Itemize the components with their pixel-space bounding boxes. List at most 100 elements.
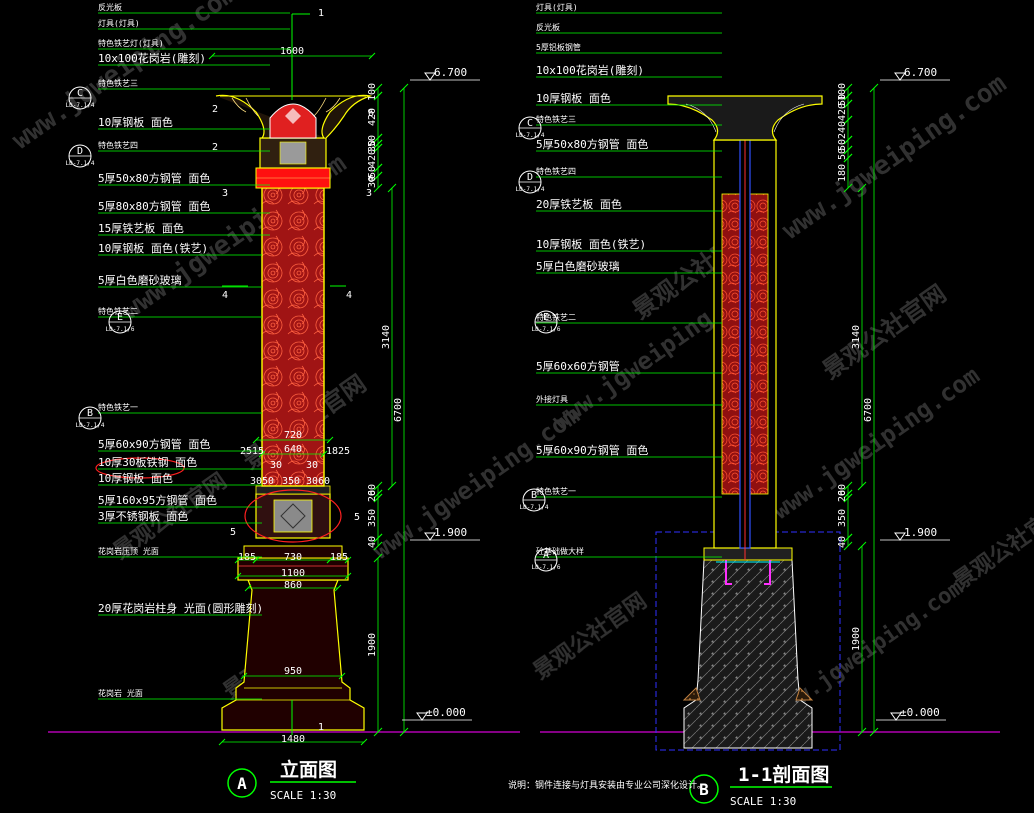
detail-callout-letter: D [77,146,83,157]
lamp-head-section [667,95,823,141]
view-badge-circle [227,768,257,798]
dimension-text: 60 [367,484,378,496]
detail-callout-code: LD-7.1/6 [106,326,135,333]
watermark-text: 景观公社官网 [529,588,652,685]
dimension-text: 180 [837,164,848,182]
dimension-text: 640 [284,444,302,455]
callout-circle [95,457,185,479]
leader-label: 灯具(灯具) [98,18,140,28]
elevation-mark: 6.700 [904,66,937,79]
detail-callout-letter: B [531,490,537,501]
section-mark: 4 [222,290,228,301]
detail-callout-code: LD-7.1/4 [516,186,545,193]
detail-callout-letter: B [87,408,93,419]
leader-label: 5厚60x90方钢管 面色 [536,443,648,457]
leader-label: 10厚30板铁钢 面色 [98,455,197,469]
section-mark: 2 [212,142,218,153]
leader-label: 5厚50x80方钢管 面色 [536,137,648,151]
section-mark: 2 [212,104,218,115]
leader-label: 反光板 [98,2,122,12]
detail-callout-code: LD-7.1/4 [66,102,95,109]
view-badge-circle [689,774,719,804]
section-view [655,95,841,751]
leader-label: 5厚60x90方钢管 面色 [98,437,210,451]
leader-label: 5厚50x80方钢管 面色 [98,171,210,185]
detail-callout-letter: C [527,118,533,129]
detail-callout-letter: E [117,312,123,323]
dimension-text: 1900 [367,633,378,657]
leader-label: 10厚钢板 面色(铁艺) [98,241,208,255]
dimension-text: 3140 [381,325,392,349]
leader-label: 砼基础做大样 [536,546,584,556]
view-scale: SCALE 1:30 [270,789,336,802]
dimension-text: 185 [238,552,256,563]
dimension-text: 3140 [851,325,862,349]
leader-label: 花岗岩压顶 光面 [98,546,159,556]
leader-label: 特色铁艺三 [98,78,138,88]
elevation-mark: ±0.000 [426,706,466,719]
dimension-text: 1825 [326,446,350,457]
dimension-text: 1900 [851,627,862,651]
leader-label: 10x100花岗岩(雕刻) [98,51,206,65]
elevation-view [95,94,373,731]
view-title: 立面图 [280,758,337,781]
leader-label: 特色铁艺一 [536,486,576,496]
leader-label: 10厚钢板 面色 [98,471,173,485]
leader-label: 5厚铝板钢管 [536,42,581,52]
leader-label: 特色铁艺三 [536,114,576,124]
column-shaft [261,187,325,487]
dimension-text: 50 [367,166,378,178]
dimension-text: 40 [837,536,848,548]
dimension-text: 350 [282,476,300,487]
leader-label: 5厚80x80方钢管 面色 [98,199,210,213]
view-title: 1-1剖面图 [738,763,829,786]
dimension-text: 50 [837,94,848,106]
dimension-text: 6700 [393,398,404,422]
leader-label: 特色铁艺四 [536,166,576,176]
leader-label: 20厚铁艺板 面色 [536,197,622,211]
dimension-text: 1480 [281,734,305,745]
section-mark: 3 [366,188,372,199]
leader-label: 反光板 [536,22,560,32]
detail-callout-code: LD-7.1/4 [516,132,545,139]
dimension-text: 40 [367,536,378,548]
detail-callout-code: LD-7.1/4 [520,504,549,511]
view-badge-letter: B [699,780,709,799]
view-scale: SCALE 1:30 [730,795,796,808]
dimension-text: 2515 [240,446,264,457]
dimension-text: 50 [837,148,848,160]
detail-callout-code: LD-7.1/4 [76,422,105,429]
dimension-text: 6700 [863,398,874,422]
elevation-mark: ±0.000 [900,706,940,719]
leader-label: 外接灯具 [536,394,568,404]
watermark-text: www.jgweiping.com [777,69,1012,246]
leader-label: 5厚160x95方钢管 面色 [98,493,217,507]
leader-label: 3厚不锈钢板 面色 [98,509,188,523]
lamp-head [215,94,373,139]
detail-callout-code: LD-7.1/4 [66,160,95,167]
dimension-text: 100 [837,83,848,101]
detail-callout-letter: A [543,550,549,561]
dimension-text: 50 [367,135,378,147]
leader-label: 10厚钢板 面色 [98,115,173,129]
detail-callout-letter: C [77,88,83,99]
leader-label: 5厚白色磨砂玻璃 [536,259,620,273]
leader-label: 特色铁艺四 [98,140,138,150]
watermark-text: www.jgweiping.com [767,361,984,525]
dimension-text: 420 [837,103,848,121]
title-block-a: A 立面图 SCALE 1:30 [227,758,356,802]
detail-callout-letter: D [527,172,533,183]
section-mark: 1 [318,8,324,19]
leader-label: 10厚钢板 面色(铁艺) [536,237,646,251]
leader-label: 5厚60x60方钢管 [536,359,620,373]
dimension-text: 30 [306,460,318,471]
callout-layer: CLD-7.1/4DLD-7.1/4ELD-7.1/6BLD-7.1/4CLD-… [66,86,561,572]
dimension-text: 420 [367,149,378,167]
leader-label: 特色铁艺灯(灯具) [98,38,164,48]
view-badge-letter: A [237,774,247,793]
dimension-text: 1100 [281,568,305,579]
dimension-text: 350 [837,509,848,527]
dimension-text: 3060 [306,476,330,487]
